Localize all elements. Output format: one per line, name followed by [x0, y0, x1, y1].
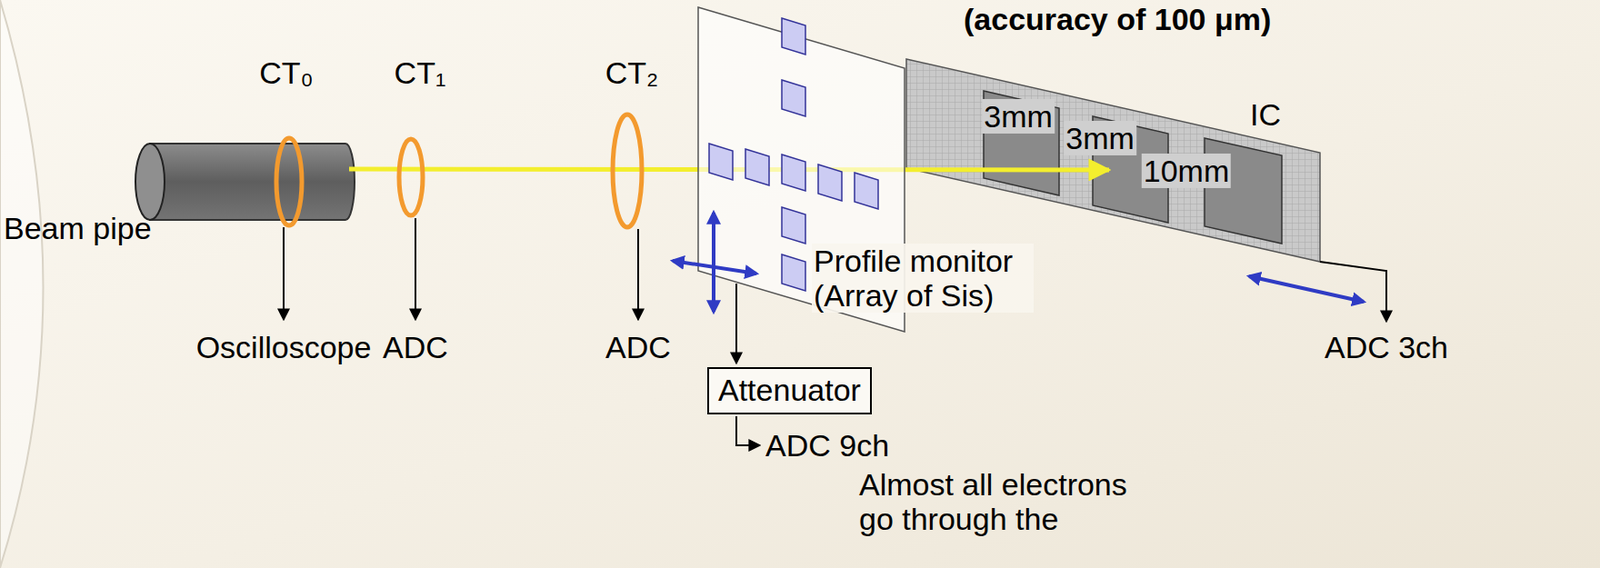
note-text-box: (accuracy of 100 μm) — [963, 1, 1271, 37]
signal-arrow — [736, 416, 760, 446]
signal-arrow — [414, 218, 417, 320]
part-name-box: CT₂ — [605, 55, 660, 90]
silicon-sensor — [781, 207, 806, 244]
device-name-box: ADC 3ch — [1324, 330, 1449, 365]
silicon-sensor — [745, 149, 770, 186]
beam-pipe — [150, 143, 355, 220]
ct-ring — [399, 139, 423, 216]
movement-arrow — [711, 212, 716, 312]
part-name: CT₁ — [394, 55, 447, 90]
device-name: ADC — [382, 330, 449, 365]
part-name: Profile monitor (Array of Sis) — [813, 243, 1013, 313]
part-name: CT₀ — [259, 55, 313, 90]
device-name: ADC 3ch — [1324, 330, 1449, 365]
ic-plate — [906, 59, 1320, 262]
part-name-box: IC — [1250, 97, 1281, 132]
signal-arrow — [735, 283, 738, 364]
silicon-sensor — [781, 18, 806, 55]
dimension-box: 10mm — [1141, 153, 1231, 189]
ic-electrode — [983, 90, 1060, 196]
dimension-box: 3mm — [1063, 120, 1137, 156]
part-name: CT₂ — [605, 55, 660, 90]
signal-arrow — [1320, 261, 1387, 322]
background-swoosh — [0, 0, 44, 568]
process-box: Attenuator — [707, 367, 872, 415]
device-name: ADC 9ch — [765, 428, 890, 463]
ct-ring — [612, 114, 642, 228]
dimension-box: 3mm — [981, 99, 1055, 134]
silicon-sensor — [854, 172, 879, 210]
device-name-box: ADC — [382, 330, 449, 365]
beam-pipe-end — [135, 143, 165, 220]
silicon-sensor — [781, 154, 806, 191]
ct-ring — [276, 138, 302, 226]
note-text: Almost all electrons go through the — [859, 467, 1128, 537]
dimension: 3mm — [983, 99, 1053, 134]
silicon-sensor — [781, 254, 806, 291]
movement-arrow — [1249, 276, 1364, 302]
device-name-box: ADC 9ch — [765, 428, 890, 463]
dimension: 10mm — [1143, 153, 1230, 189]
silicon-sensor — [818, 164, 842, 201]
dimension: 3mm — [1065, 120, 1135, 156]
device-name: Oscilloscope — [196, 330, 372, 365]
part-name-box: Beam pipe — [3, 210, 152, 246]
part-name: IC — [1250, 97, 1281, 132]
device-name-box: Oscilloscope — [196, 330, 372, 365]
device-name: ADC — [605, 330, 671, 365]
silicon-sensor — [781, 80, 806, 117]
note-text: (accuracy of 100 μm) — [963, 1, 1271, 37]
signal-arrow — [637, 229, 640, 320]
box-label: Attenuator — [718, 372, 861, 409]
part-name: Beam pipe — [3, 210, 152, 246]
signal-arrow — [282, 227, 285, 320]
note-text-box: Almost all electrons go through the — [859, 467, 1141, 537]
device-name-box: ADC — [605, 330, 671, 365]
part-name-box: Profile monitor (Array of Sis) — [811, 243, 1034, 313]
part-name-box: CT₀ — [259, 55, 313, 90]
part-name-box: CT₁ — [394, 55, 447, 90]
silicon-sensor — [709, 143, 733, 180]
